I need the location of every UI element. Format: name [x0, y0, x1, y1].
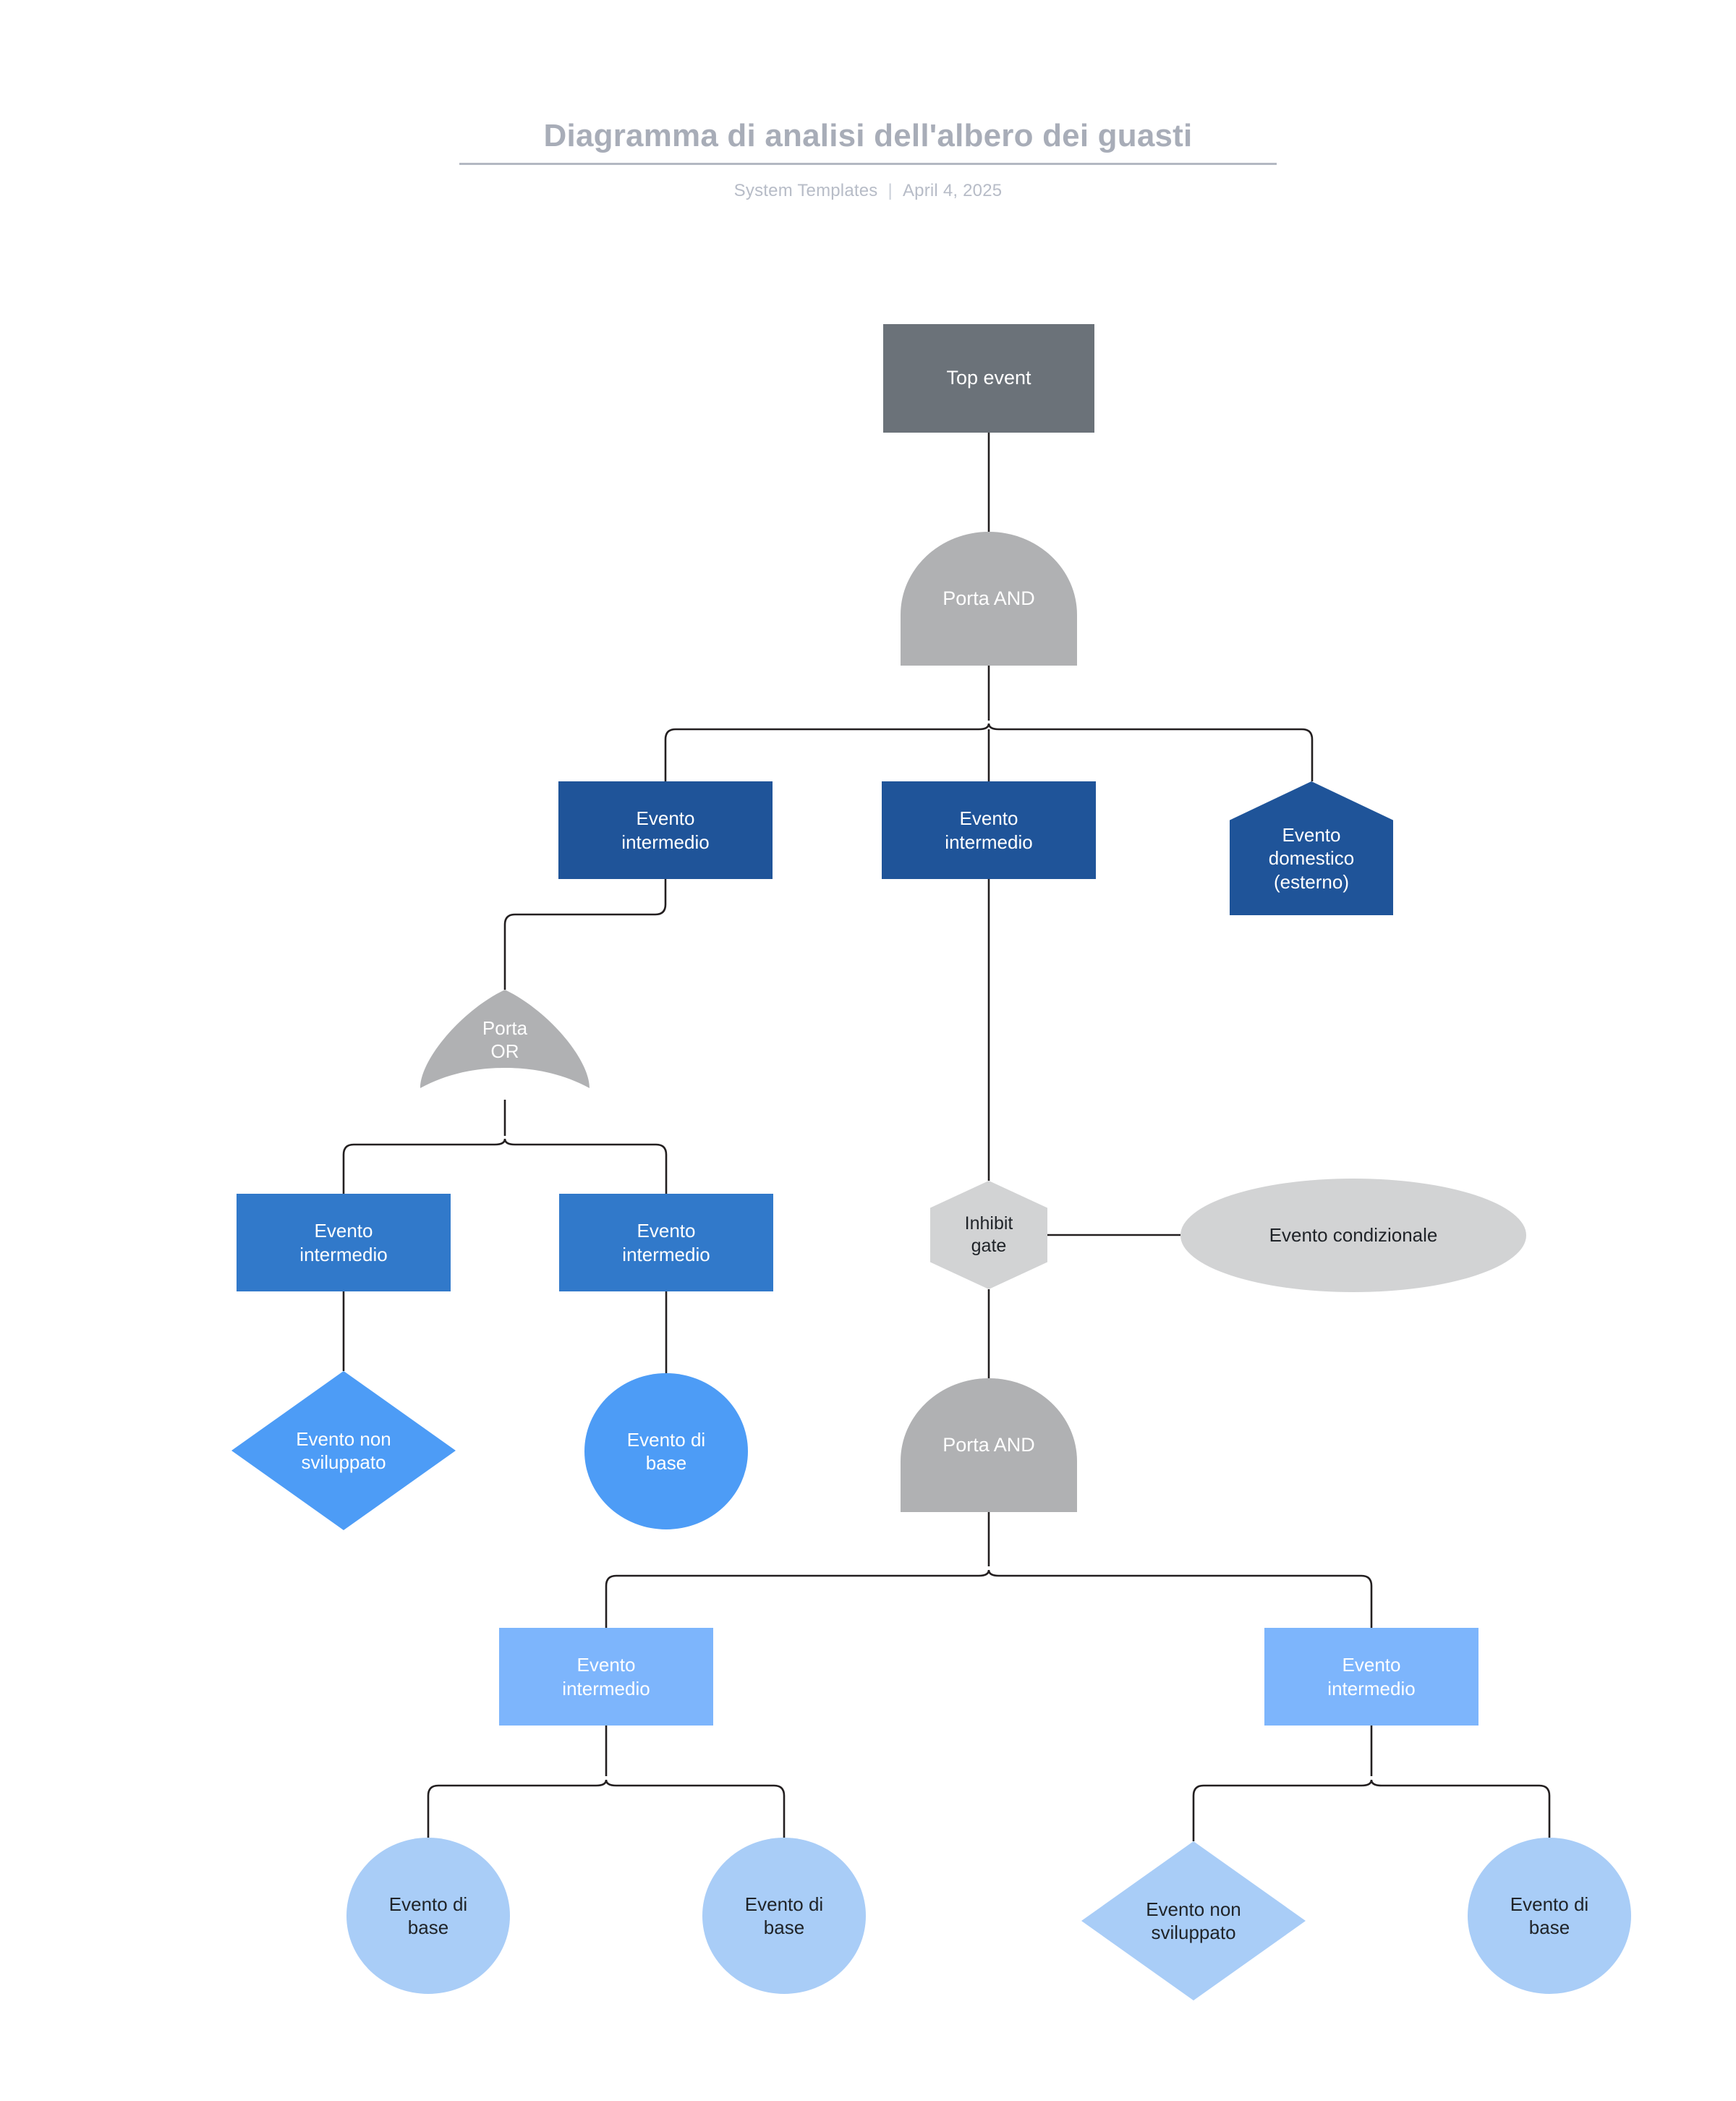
- node-top-event-label: Top event: [946, 367, 1031, 389]
- node-house-label: Evento domestico (esterno): [1268, 824, 1355, 893]
- conditional-event-shape: [1180, 1179, 1526, 1292]
- node-and-gate-2[interactable]: Porta AND: [901, 1378, 1077, 1512]
- node-or-gate-1-label: Porta OR: [482, 1016, 528, 1062]
- node-mid-c1-label: Evento intermedio: [945, 807, 1033, 853]
- node-basic-3-label: Evento di base: [744, 1893, 824, 1938]
- and-gate-icon: [901, 532, 1077, 666]
- basic-event-circle-icon: [702, 1838, 866, 1994]
- basic-event-circle-icon: [1468, 1838, 1631, 1994]
- node-top-event[interactable]: Top event: [883, 324, 1094, 433]
- node-mid-b2-label: Evento intermedio: [1327, 1654, 1416, 1699]
- node-mid-c1[interactable]: Evento intermedio: [882, 781, 1096, 879]
- node-mid-b1-label: Evento intermedio: [562, 1654, 650, 1699]
- inhibit-gate-icon: [930, 1181, 1047, 1289]
- node-conditional-event-label: Evento condizionale: [1269, 1224, 1438, 1247]
- node-undeveloped-2-label: Evento non sviluppato: [1146, 1898, 1241, 1943]
- node-and-gate-1-label: Porta AND: [943, 587, 1035, 609]
- node-house-external-event[interactable]: Evento domestico (esterno): [1230, 781, 1393, 915]
- node-basic-1-label: Evento di base: [626, 1428, 706, 1474]
- node-and-gate-2-label: Porta AND: [943, 1433, 1035, 1456]
- subtitle-separator: |: [888, 181, 893, 200]
- document-subtitle: System Templates | April 4, 2025: [0, 181, 1736, 201]
- subtitle-date: April 4, 2025: [902, 181, 1003, 200]
- node-or-gate-1[interactable]: Porta OR: [420, 990, 590, 1100]
- node-mid-l1[interactable]: Evento intermedio: [558, 781, 773, 879]
- node-mid-l3[interactable]: Evento intermedio: [559, 1194, 773, 1291]
- node-mid-l1-label: Evento intermedio: [621, 807, 710, 853]
- node-basic-4-label: Evento di base: [1510, 1893, 1589, 1938]
- node-basic-1[interactable]: Evento di base: [584, 1373, 748, 1529]
- node-mid-l2[interactable]: Evento intermedio: [237, 1194, 451, 1291]
- node-undeveloped-1-label: Evento non sviluppato: [296, 1427, 391, 1473]
- node-basic-2-label: Evento di base: [388, 1893, 468, 1938]
- node-conditional-event[interactable]: Evento condizionale: [1180, 1179, 1526, 1292]
- node-basic-3[interactable]: Evento di base: [702, 1838, 866, 1994]
- node-undeveloped-2[interactable]: Evento non sviluppato: [1081, 1841, 1306, 2000]
- and-gate-icon: [901, 1378, 1077, 1512]
- or-gate-icon: [420, 990, 590, 1088]
- title-divider: [459, 163, 1277, 165]
- node-mid-l2-label: Evento intermedio: [299, 1220, 388, 1265]
- page-title: Diagramma di analisi dell'albero dei gua…: [543, 118, 1193, 153]
- node-mid-l3-label: Evento intermedio: [622, 1220, 710, 1265]
- node-undeveloped-1[interactable]: Evento non sviluppato: [231, 1371, 456, 1530]
- node-basic-2[interactable]: Evento di base: [346, 1838, 510, 1994]
- node-mid-b1[interactable]: Evento intermedio: [499, 1628, 713, 1726]
- document-header: Diagramma di analisi dell'albero dei gua…: [0, 116, 1736, 201]
- basic-event-circle-icon: [346, 1838, 510, 1994]
- subtitle-source: System Templates: [733, 181, 878, 200]
- node-basic-4[interactable]: Evento di base: [1468, 1838, 1631, 1994]
- node-mid-b2[interactable]: Evento intermedio: [1264, 1628, 1478, 1726]
- basic-event-circle-icon: [584, 1373, 748, 1529]
- node-and-gate-1[interactable]: Porta AND: [901, 532, 1077, 666]
- node-inhibit-gate[interactable]: Inhibit gate: [930, 1181, 1047, 1289]
- node-inhibit-gate-label: Inhibit gate: [964, 1213, 1013, 1256]
